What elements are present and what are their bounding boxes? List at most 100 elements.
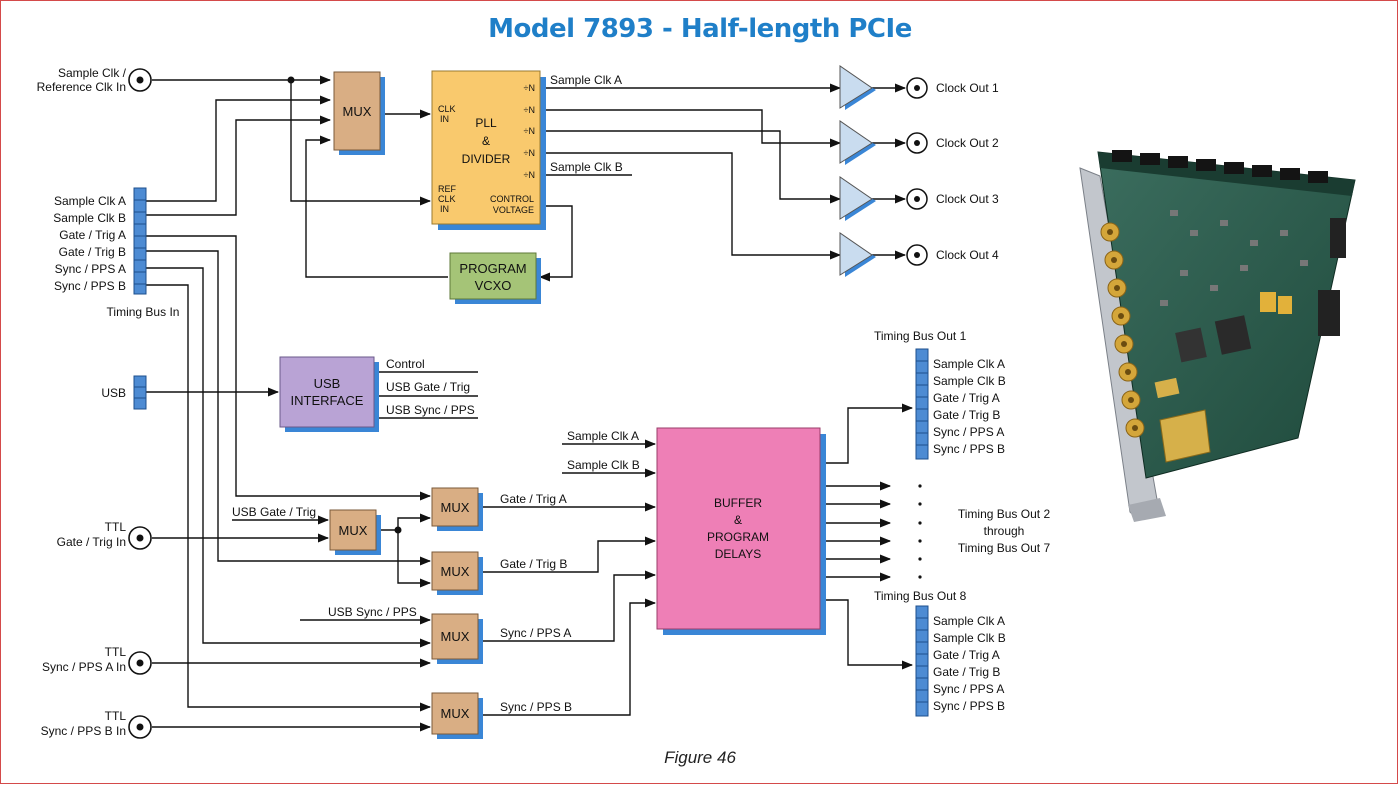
buffer-label-3: PROGRAM bbox=[707, 530, 769, 544]
pll-out-sample-clk-a: Sample Clk A bbox=[550, 73, 622, 87]
sync-a-mux: MUX bbox=[432, 614, 483, 664]
tbin-signal-4: Sync / PPS A bbox=[55, 262, 126, 276]
gate-select-mux: MUX bbox=[330, 510, 381, 555]
clock-amp-1 bbox=[840, 66, 876, 110]
pll-title-label: PLL bbox=[475, 116, 497, 130]
buffer-label-1: BUFFER bbox=[714, 496, 762, 510]
ttl-gate-label-1: TTL bbox=[105, 520, 127, 534]
continuation-dots bbox=[918, 484, 921, 578]
usb-if-label-1: USB bbox=[314, 376, 341, 391]
tbo1-signal-5: Sync / PPS B bbox=[933, 442, 1005, 456]
divn-3: ÷N bbox=[524, 126, 535, 136]
tbo8-signal-1: Sample Clk B bbox=[933, 631, 1006, 645]
tbo8-signal-0: Sample Clk A bbox=[933, 614, 1005, 628]
pll-ref-label: REF bbox=[438, 184, 457, 194]
usb-connector bbox=[134, 376, 146, 409]
tbo1-signal-2: Gate / Trig A bbox=[933, 391, 1000, 405]
tbin-signal-2: Gate / Trig A bbox=[59, 228, 126, 242]
sync-b-out-label: Sync / PPS B bbox=[500, 700, 572, 714]
clock-out-1-label: Clock Out 1 bbox=[936, 81, 999, 95]
ttl-sync-b-connector bbox=[129, 716, 151, 738]
gate-b-out-label: Gate / Trig B bbox=[500, 557, 567, 571]
bus-out-middle-3: Timing Bus Out 7 bbox=[958, 541, 1051, 555]
tbo8-signal-2: Gate / Trig A bbox=[933, 648, 1000, 662]
vcxo-label-2: VCXO bbox=[475, 278, 512, 293]
timing-bus-out-8-label: Timing Bus Out 8 bbox=[874, 589, 967, 603]
timing-bus-in-connector bbox=[134, 188, 146, 294]
buffer-in-sample-clk-b: Sample Clk B bbox=[567, 458, 640, 472]
clock-out-1-connector bbox=[907, 78, 927, 98]
usb-label: USB bbox=[101, 386, 126, 400]
vcxo-block: PROGRAM VCXO bbox=[450, 253, 541, 304]
tbo1-signal-1: Sample Clk B bbox=[933, 374, 1006, 388]
pll-refclk-label: CLK bbox=[438, 194, 456, 204]
pcie-board-image bbox=[1080, 150, 1355, 522]
timing-bus-in-label: Timing Bus In bbox=[107, 305, 180, 319]
ttl-gate-connector bbox=[129, 527, 151, 549]
ttl-sync-a-label-2: Sync / PPS A In bbox=[42, 660, 126, 674]
clock-out-4-connector bbox=[907, 245, 927, 265]
clock-out-2-label: Clock Out 2 bbox=[936, 136, 999, 150]
pll-voltage-label: VOLTAGE bbox=[493, 205, 534, 215]
clock-mux-label: MUX bbox=[343, 104, 372, 119]
clock-out-3-label: Clock Out 3 bbox=[936, 192, 999, 206]
buffer-label-2: & bbox=[734, 513, 742, 527]
tbin-signal-5: Sync / PPS B bbox=[54, 279, 126, 293]
gate-a-mux-label: MUX bbox=[441, 500, 470, 515]
usb-sync-in-label: USB Sync / PPS bbox=[328, 605, 417, 619]
clock-out-4-label: Clock Out 4 bbox=[936, 248, 999, 262]
timing-bus-out-1-label: Timing Bus Out 1 bbox=[874, 329, 967, 343]
clock-amp-4 bbox=[840, 233, 876, 277]
ttl-gate-label-2: Gate / Trig In bbox=[57, 535, 126, 549]
ttl-sync-a-connector bbox=[129, 652, 151, 674]
tbo8-signal-3: Gate / Trig B bbox=[933, 665, 1000, 679]
sync-b-mux: MUX bbox=[432, 693, 483, 739]
usb-gate-in-label: USB Gate / Trig bbox=[232, 505, 316, 519]
timing-bus-out-1-connector bbox=[916, 349, 928, 459]
tbo8-signal-4: Sync / PPS A bbox=[933, 682, 1004, 696]
pll-divider-block: CLK IN PLL & DIVIDER REF CLK IN CONTROL … bbox=[432, 71, 546, 230]
tbin-signal-1: Sample Clk B bbox=[53, 211, 126, 225]
divn-5: ÷N bbox=[524, 170, 535, 180]
bus-out-middle-2: through bbox=[984, 524, 1025, 538]
ttl-sync-b-label-1: TTL bbox=[105, 709, 127, 723]
clock-amp-3 bbox=[840, 177, 876, 221]
pll-amp-label: & bbox=[482, 134, 490, 148]
buffer-label-4: DELAYS bbox=[715, 547, 761, 561]
usb-control-label: Control bbox=[386, 357, 425, 371]
clock-out-3-connector bbox=[907, 189, 927, 209]
ref-clk-label-1: Sample Clk / bbox=[58, 66, 127, 80]
gate-b-mux-label: MUX bbox=[441, 564, 470, 579]
divn-2: ÷N bbox=[524, 105, 535, 115]
gate-a-mux: MUX bbox=[432, 488, 483, 531]
tbo1-signal-3: Gate / Trig B bbox=[933, 408, 1000, 422]
gate-a-out-label: Gate / Trig A bbox=[500, 492, 567, 506]
tbin-signal-3: Gate / Trig B bbox=[59, 245, 126, 259]
divn-1: ÷N bbox=[524, 83, 535, 93]
pll-control-label: CONTROL bbox=[490, 194, 534, 204]
divn-4: ÷N bbox=[524, 148, 535, 158]
tbo1-signal-0: Sample Clk A bbox=[933, 357, 1005, 371]
pll-refin-label: IN bbox=[440, 204, 449, 214]
clock-out-2-connector bbox=[907, 133, 927, 153]
buffer-in-sample-clk-a: Sample Clk A bbox=[567, 429, 639, 443]
tbo1-signal-4: Sync / PPS A bbox=[933, 425, 1004, 439]
usb-if-label-2: INTERFACE bbox=[291, 393, 364, 408]
timing-bus-out-8-connector bbox=[916, 606, 928, 716]
bus-out-middle-1: Timing Bus Out 2 bbox=[958, 507, 1051, 521]
ref-clk-connector bbox=[129, 69, 151, 91]
usb-sync-out-label: USB Sync / PPS bbox=[386, 403, 475, 417]
vcxo-label-1: PROGRAM bbox=[459, 261, 526, 276]
gate-b-mux: MUX bbox=[432, 552, 483, 595]
pll-out-sample-clk-b: Sample Clk B bbox=[550, 160, 623, 174]
buffer-delays-block: BUFFER & PROGRAM DELAYS bbox=[657, 428, 826, 635]
pll-divider-label: DIVIDER bbox=[462, 152, 511, 166]
pll-clk-label: CLK bbox=[438, 104, 456, 114]
tbo8-signal-5: Sync / PPS B bbox=[933, 699, 1005, 713]
pll-in-label: IN bbox=[440, 114, 449, 124]
ref-clk-label-2: Reference Clk In bbox=[37, 80, 126, 94]
ttl-sync-a-label-1: TTL bbox=[105, 645, 127, 659]
sync-a-out-label: Sync / PPS A bbox=[500, 626, 571, 640]
clock-amp-2 bbox=[840, 121, 876, 165]
